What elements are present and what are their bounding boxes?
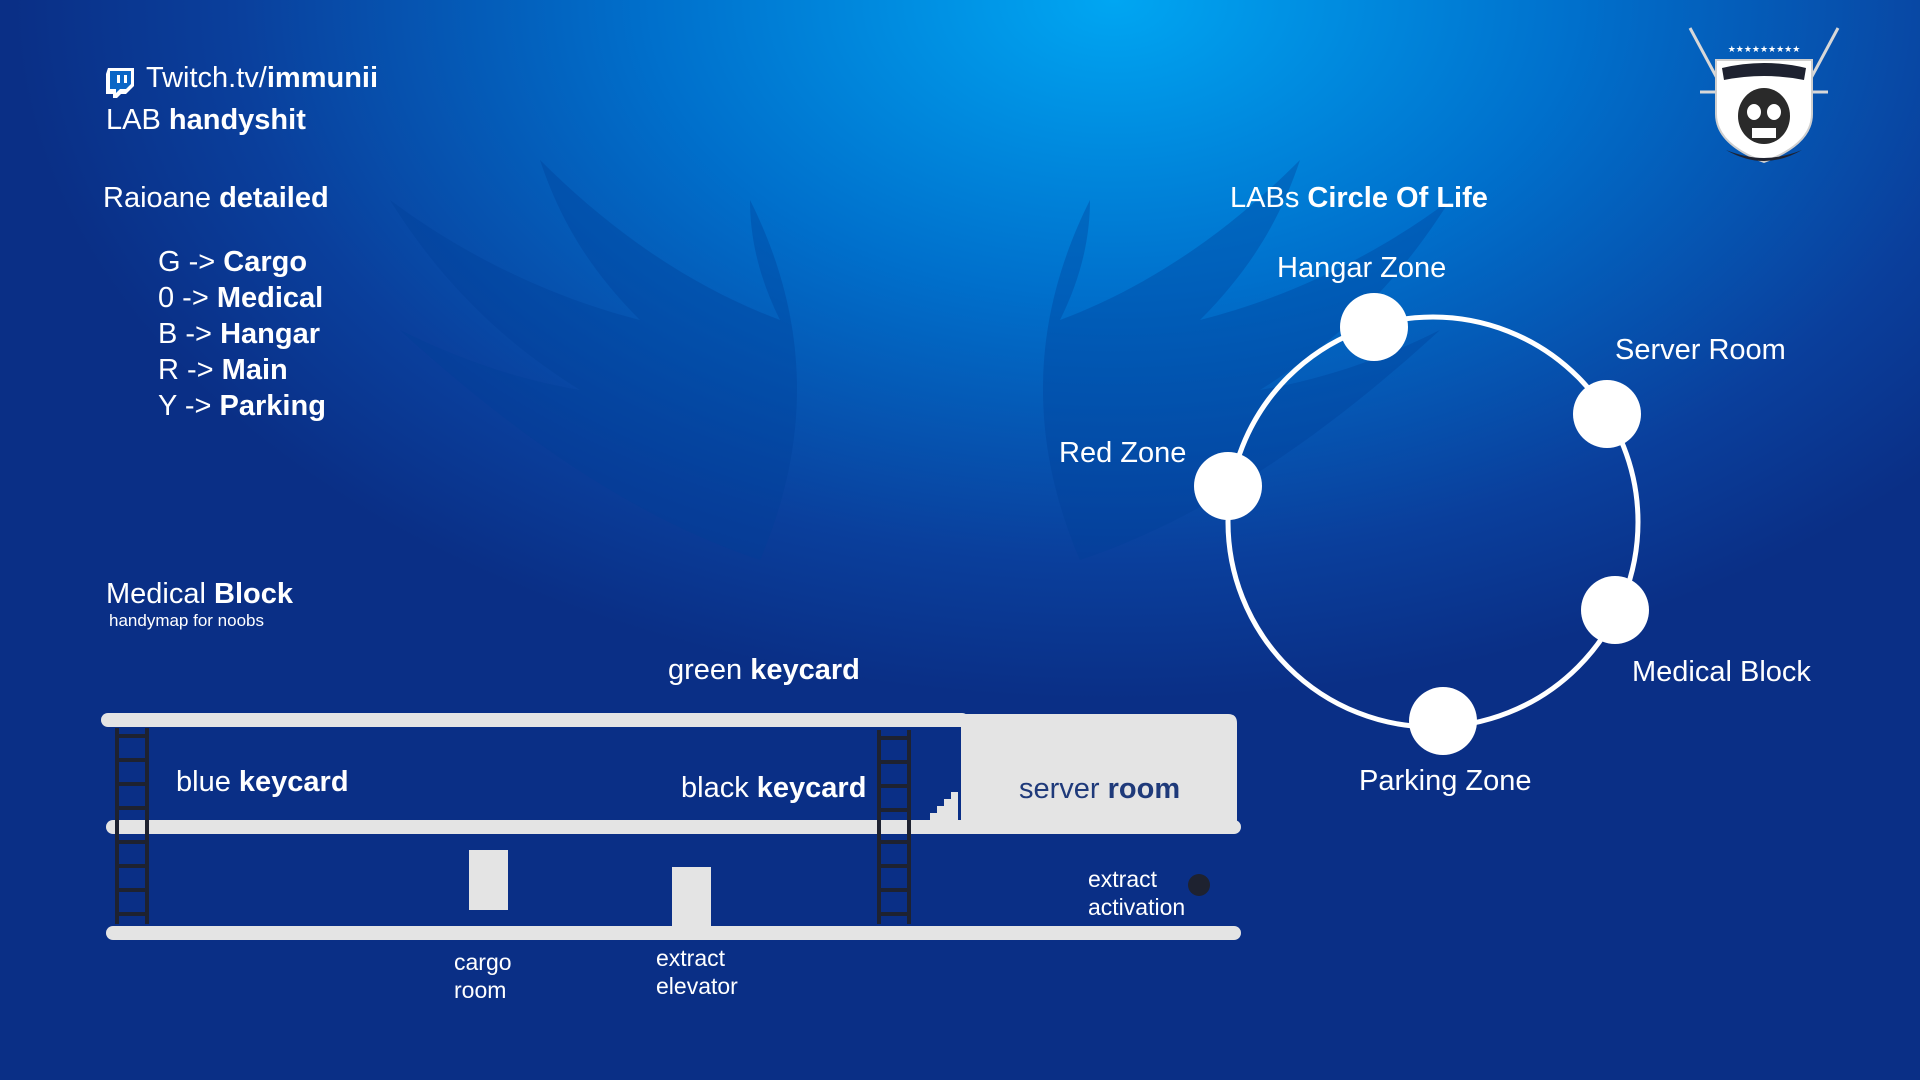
svg-text:★★★★★★★★★: ★★★★★★★★★	[1728, 44, 1801, 54]
legend-value: Parking	[219, 390, 326, 422]
right-ladder	[877, 730, 911, 924]
parking-zone-node	[1409, 687, 1477, 755]
stairs-icon	[930, 792, 958, 820]
twitch-glitch-icon	[106, 68, 134, 98]
legend-key: Y ->	[158, 390, 212, 422]
parking-zone-label: Parking Zone	[1359, 765, 1532, 797]
legend-item-parking: Y -> Parking	[158, 390, 326, 423]
black-keycard-bold: keycard	[756, 772, 867, 804]
legend-value: Medical	[216, 282, 324, 314]
legend-item-hangar: B -> Hangar	[158, 318, 320, 351]
blue-keycard-label: blue keycard	[176, 766, 349, 799]
legend-key: B ->	[158, 318, 212, 350]
legend-item-main: R -> Main	[158, 354, 288, 387]
cargo-room-line1: cargo	[454, 949, 512, 975]
green-keycard-bold: keycard	[750, 654, 860, 686]
black-keycard-label: black keycard	[681, 772, 866, 805]
legend-item-cargo: G -> Cargo	[158, 246, 307, 279]
legend-item-medical: 0 -> Medical	[158, 282, 323, 315]
medical-title-bold: Block	[214, 578, 293, 610]
server-room-zone-label: Server Room	[1615, 334, 1786, 366]
red-zone-label: Red Zone	[1059, 437, 1187, 469]
server-room-label: server room	[1019, 773, 1180, 806]
extract-activation-line1: extract	[1088, 866, 1158, 892]
medical-title-light: Medical	[106, 578, 206, 610]
server-room-light: server	[1019, 773, 1100, 805]
circle-path	[1225, 314, 1641, 730]
subtitle-bold: handyshit	[168, 104, 306, 136]
extract-elevator-line1: extract	[656, 945, 726, 971]
medical-block-title: Medical Block	[106, 578, 293, 611]
legend-value: Hangar	[220, 318, 320, 350]
extract-elevator-line2: elevator	[656, 973, 738, 999]
circle-title-light: LABs	[1230, 182, 1300, 214]
extract-elevator-door	[672, 867, 711, 927]
cargo-room-door	[469, 850, 508, 910]
extract-activation-dot	[1188, 874, 1210, 896]
green-keycard-light: green	[668, 654, 743, 686]
circle-title-bold: Circle Of Life	[1307, 182, 1488, 214]
channel-name: immunii	[266, 62, 379, 94]
legend-value: Cargo	[223, 246, 308, 278]
blue-keycard-light: blue	[176, 766, 231, 798]
hangar-zone-node	[1340, 293, 1408, 361]
legend-title-light: Raioane	[103, 182, 212, 214]
header-subtitle: LAB handyshit	[106, 104, 306, 137]
legend-key: G ->	[158, 246, 216, 278]
legend-key: R ->	[158, 354, 214, 386]
black-keycard-light: black	[681, 772, 749, 804]
legend-key: 0 ->	[158, 282, 209, 314]
circle-of-life-title: LABs Circle Of Life	[1230, 182, 1488, 215]
server-room-bold: room	[1107, 773, 1181, 805]
skull-crest-logo-icon: ★★★★★★★★★	[1688, 27, 1840, 164]
server-room-block	[961, 714, 1237, 833]
subtitle-light: LAB	[106, 104, 161, 136]
blue-keycard-bold: keycard	[238, 766, 349, 798]
cargo-room-line2: room	[454, 977, 507, 1003]
left-ladder	[115, 728, 149, 924]
channel-prefix: Twitch.tv/	[146, 62, 267, 94]
red-zone-node	[1194, 452, 1262, 520]
green-keycard-label: green keycard	[668, 654, 860, 687]
server-room-node	[1573, 380, 1641, 448]
medical-block-subtitle: handymap for noobs	[109, 611, 264, 630]
legend-title: Raioane detailed	[103, 182, 329, 215]
extract-activation-line2: activation	[1088, 894, 1186, 920]
legend-value: Main	[221, 354, 288, 386]
hangar-zone-label: Hangar Zone	[1277, 252, 1447, 284]
twitch-channel[interactable]: Twitch.tv/immunii	[146, 62, 378, 95]
medical-block-zone-label: Medical Block	[1632, 656, 1811, 688]
medical-block-node	[1581, 576, 1649, 644]
legend-title-bold: detailed	[219, 182, 329, 214]
